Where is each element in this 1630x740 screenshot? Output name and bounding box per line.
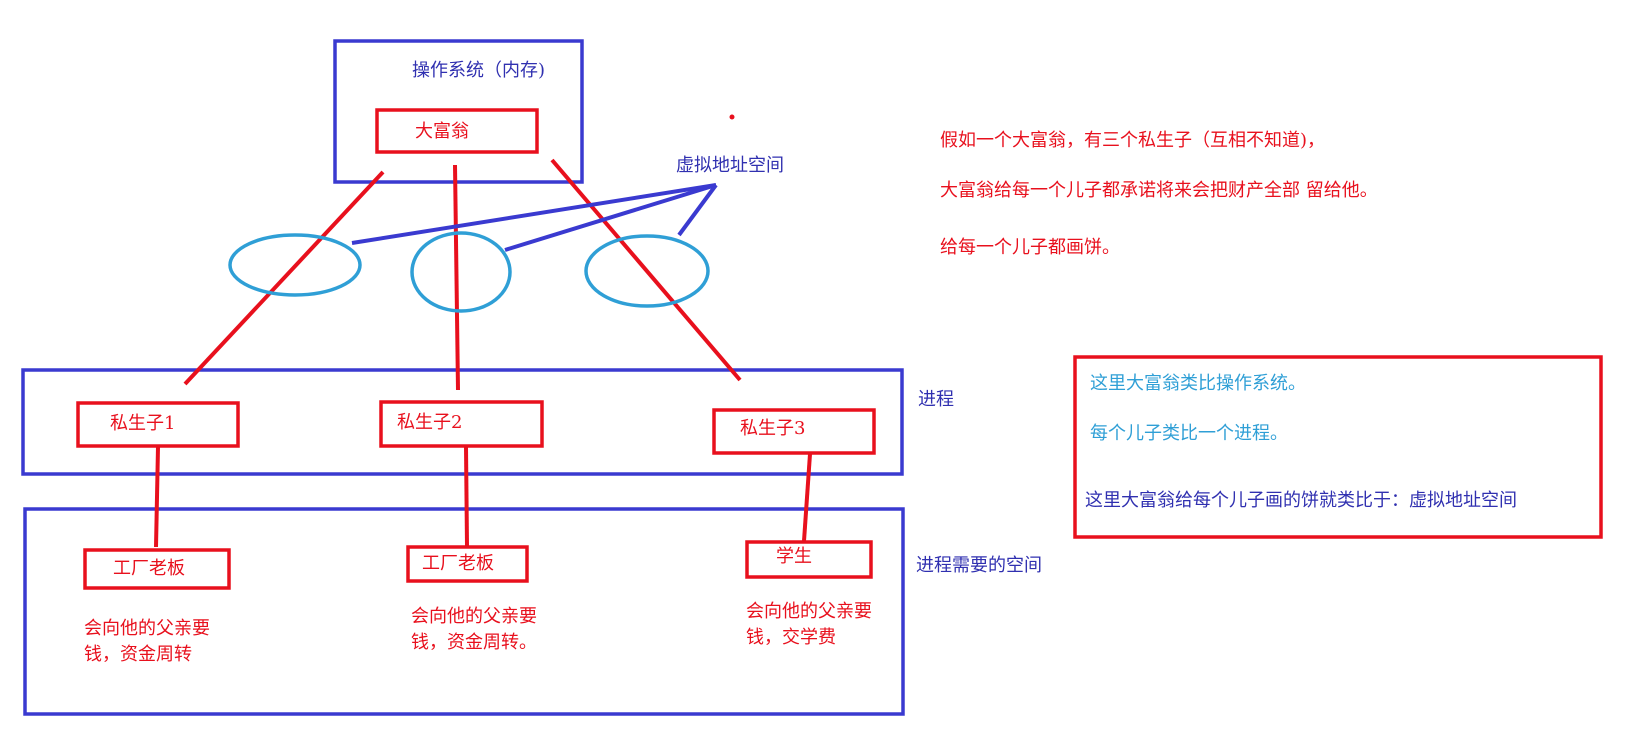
os-box <box>333 39 584 184</box>
role-2-box <box>406 545 529 583</box>
line-to-child-2 <box>453 164 460 391</box>
child-3-name: 私生子3 <box>740 418 806 439</box>
va-line-2 <box>504 183 717 252</box>
pie-ellipse-3 <box>584 234 710 308</box>
red-dot <box>729 114 735 120</box>
analogy-line-2: 每个儿子类比一个进程。 <box>1090 423 1288 444</box>
rich-man-label: 大富翁 <box>415 121 469 142</box>
role-2-label: 工厂老板 <box>422 553 494 574</box>
process-box <box>21 368 904 476</box>
line-child2-role <box>464 446 469 547</box>
child-1-name: 私生子1 <box>110 413 176 434</box>
analogy-line-3: 这里大富翁给每个儿子画的饼就类比于：虚拟地址空间 <box>1085 490 1517 511</box>
process-space-box <box>23 507 905 716</box>
child-2-desc: 会向他的父亲要 钱，资金周转。 <box>411 606 537 653</box>
child-1-box <box>76 401 240 448</box>
rich-man-box <box>375 108 539 154</box>
process-label: 进程 <box>918 389 954 410</box>
process-space-label: 进程需要的空间 <box>916 555 1042 576</box>
story-line-2: 大富翁给每一个儿子都承诺将来会把财产全部 留给他。 <box>940 180 1378 201</box>
role-3-label: 学生 <box>776 546 812 567</box>
analogy-box <box>1073 355 1603 539</box>
child-1-desc: 会向他的父亲要 钱，资金周转 <box>84 618 210 665</box>
line-child3-role <box>802 453 812 542</box>
va-line-1 <box>351 183 717 245</box>
child-2-box <box>379 400 544 448</box>
line-to-child-1 <box>183 170 385 386</box>
pie-ellipse-2 <box>410 231 512 313</box>
child-3-desc: 会向他的父亲要 钱，交学费 <box>746 601 872 648</box>
virtual-address-space-label: 虚拟地址空间 <box>676 155 784 176</box>
os-label: 操作系统（内存) <box>412 60 546 81</box>
story-line-1: 假如一个大富翁，有三个私生子（互相不知道)， <box>940 130 1326 151</box>
pie-ellipse-1 <box>228 233 362 297</box>
story-line-3: 给每一个儿子都画饼。 <box>940 237 1120 258</box>
line-to-child-3 <box>550 158 742 382</box>
role-3-box <box>745 540 873 579</box>
child-3-box <box>712 408 876 455</box>
va-line-3 <box>677 183 718 237</box>
line-child1-role <box>154 446 160 548</box>
role-1-label: 工厂老板 <box>113 558 185 579</box>
role-1-box <box>83 548 231 590</box>
child-2-name: 私生子2 <box>397 412 463 433</box>
analogy-line-1: 这里大富翁类比操作系统。 <box>1090 373 1306 394</box>
